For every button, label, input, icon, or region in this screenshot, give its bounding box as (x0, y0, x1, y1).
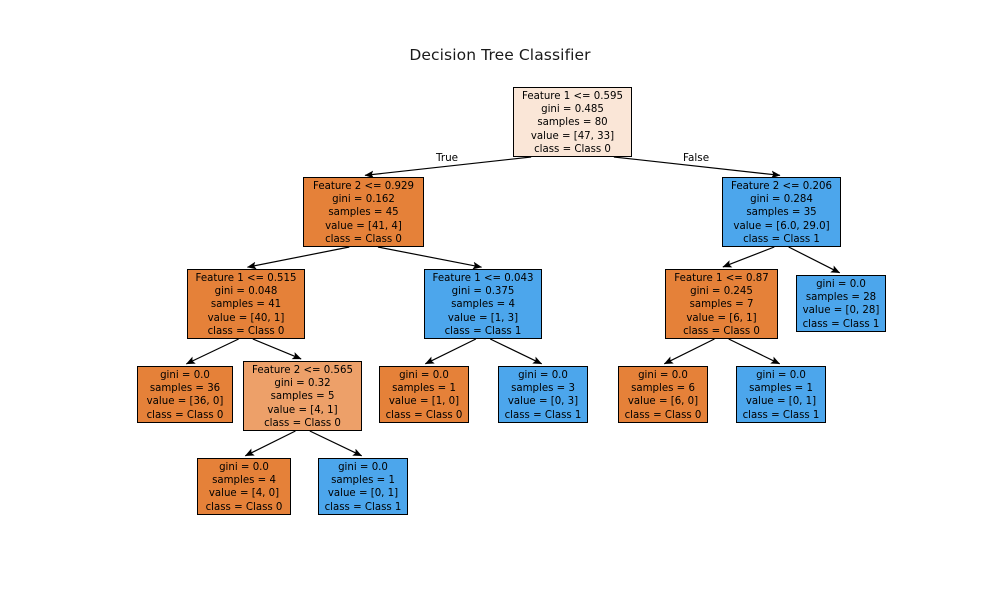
node-text-line: class = Class 0 (385, 409, 463, 421)
node-text-line: gini = 0.32 (274, 378, 331, 390)
tree-edge (309, 430, 363, 457)
node-text-line: value = [36, 0] (146, 396, 224, 408)
node-text-line: samples = 4 (451, 299, 515, 311)
node-text-line: gini = 0.0 (399, 370, 449, 381)
node-text-line: samples = 36 (149, 383, 221, 395)
node-text-line: gini = 0.162 (332, 194, 395, 206)
node-text-line: value = [0, 1] (327, 488, 399, 500)
node-text-line: class = Class 1 (504, 409, 582, 421)
tree-edge (489, 338, 543, 365)
edge-label-false: False (683, 152, 710, 164)
node-text-line: class = Class 1 (742, 409, 820, 421)
node-text-line: value = [4, 0] (208, 488, 280, 500)
node-text-line: samples = 80 (537, 117, 608, 129)
node-text-line: gini = 0.0 (638, 370, 688, 381)
tree-edge (722, 246, 775, 268)
node-text-line: class = Class 0 (683, 325, 760, 337)
node-text-line: gini = 0.245 (690, 286, 753, 298)
node-text-line: value = [1, 0] (388, 396, 460, 408)
edge-label-true: True (436, 152, 459, 164)
node-text-line: Feature 2 <= 0.929 (313, 181, 414, 192)
tree-edge (663, 338, 715, 365)
tree-edge (246, 246, 350, 270)
page-title: Decision Tree Classifier (409, 46, 591, 64)
node-text-line: samples = 45 (328, 207, 399, 219)
node-text-line: class = Class 1 (802, 318, 880, 330)
node-text-line: Feature 1 <= 0.595 (522, 91, 623, 102)
node-text-line: samples = 6 (631, 383, 695, 395)
node-text-line: class = Class 1 (743, 233, 820, 245)
tree-edge (377, 246, 483, 270)
node-text-line: samples = 3 (511, 383, 575, 395)
node-text-line: value = [6.0, 29.0] (733, 220, 830, 232)
node-text-line: class = Class 0 (325, 233, 402, 245)
node-text-line: samples = 7 (689, 299, 754, 311)
node-text-line: gini = 0.048 (214, 286, 278, 298)
node-text-line: samples = 41 (210, 299, 282, 311)
node-text-line: class = Class 0 (264, 417, 341, 429)
node-text-line: class = Class 1 (444, 325, 522, 337)
node-text-line: gini = 0.0 (816, 279, 866, 290)
tree-edge (424, 338, 477, 365)
tree-edge (185, 338, 239, 365)
tree-edge (244, 430, 296, 457)
tree-edge (788, 246, 841, 274)
node-text-line: Feature 1 <= 0.043 (432, 273, 534, 284)
node-text-line: value = [47, 33] (530, 130, 615, 142)
node-text-line: Feature 2 <= 0.565 (252, 365, 353, 376)
node-text-line: class = Class 0 (205, 501, 283, 513)
node-text-line: class = Class 0 (624, 409, 702, 421)
node-text-line: samples = 5 (270, 391, 335, 403)
node-text-line: Feature 1 <= 0.515 (195, 273, 297, 284)
node-text-line: class = Class 1 (324, 501, 402, 513)
node-text-line: value = [0, 28] (802, 305, 880, 317)
node-text-line: Feature 2 <= 0.206 (731, 181, 832, 192)
node-text-line: gini = 0.0 (518, 370, 568, 381)
tree-edge (728, 338, 781, 365)
node-text-line: gini = 0.485 (541, 104, 604, 116)
node-text-line: class = Class 0 (534, 143, 611, 155)
node-text-line: samples = 1 (749, 383, 813, 395)
node-text-line: gini = 0.375 (451, 286, 515, 298)
node-text-line: samples = 1 (331, 475, 395, 487)
node-text-line: samples = 35 (746, 207, 817, 219)
node-text-line: samples = 1 (392, 383, 456, 395)
node-text-line: value = [0, 3] (507, 396, 579, 408)
node-text-line: value = [1, 3] (447, 312, 519, 324)
node-text-line: gini = 0.0 (219, 462, 269, 473)
node-text-line: Feature 1 <= 0.87 (674, 273, 769, 284)
node-text-line: samples = 28 (805, 292, 877, 304)
node-text-line: gini = 0.0 (756, 370, 806, 381)
node-text-line: class = Class 0 (146, 409, 224, 421)
node-text-line: gini = 0.0 (338, 462, 388, 473)
node-text-line: value = [40, 1] (207, 312, 285, 324)
node-text-line: class = Class 0 (207, 325, 285, 337)
node-text-line: gini = 0.0 (160, 370, 210, 381)
node-text-line: gini = 0.284 (750, 194, 813, 206)
node-text-line: value = [4, 1] (267, 404, 338, 416)
node-text-line: value = [0, 1] (745, 396, 817, 408)
tree-edge (252, 338, 302, 360)
node-text-line: value = [41, 4] (325, 220, 402, 232)
node-text-line: value = [6, 0] (627, 396, 699, 408)
node-text-line: samples = 4 (212, 475, 276, 487)
node-text-line: value = [6, 1] (686, 312, 757, 324)
